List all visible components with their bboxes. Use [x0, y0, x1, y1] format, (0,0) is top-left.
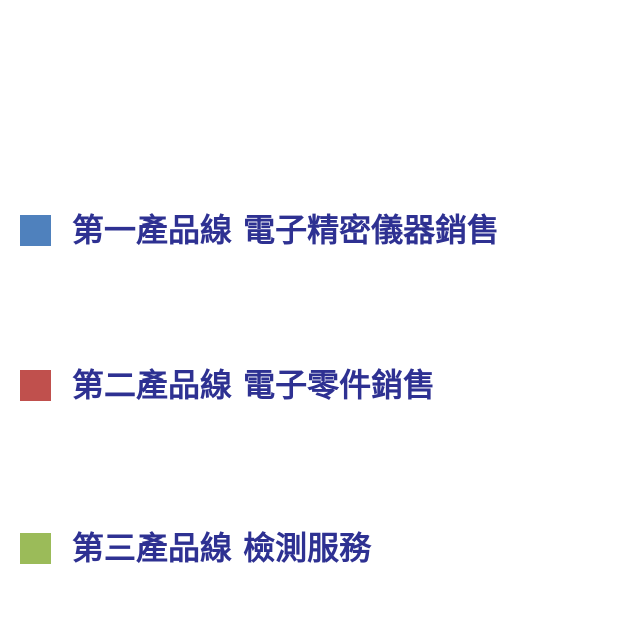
legend-label-product-line-2: 第二產品線 電子零件銷售 [72, 366, 436, 404]
legend-swatch-product-line-2 [20, 369, 51, 401]
legend-item-product-line-3: 第三產品線 檢測服務 [20, 528, 371, 568]
legend-swatch-product-line-3 [20, 532, 51, 564]
legend-item-product-line-2: 第二產品線 電子零件銷售 [20, 365, 435, 405]
legend-swatch-product-line-1 [20, 214, 51, 246]
legend-label-product-line-3: 第三產品線 檢測服務 [72, 529, 372, 567]
legend-label-product-line-1: 第一產品線 電子精密儀器銷售 [72, 211, 500, 249]
legend-item-product-line-1: 第一產品線 電子精密儀器銷售 [20, 210, 499, 250]
